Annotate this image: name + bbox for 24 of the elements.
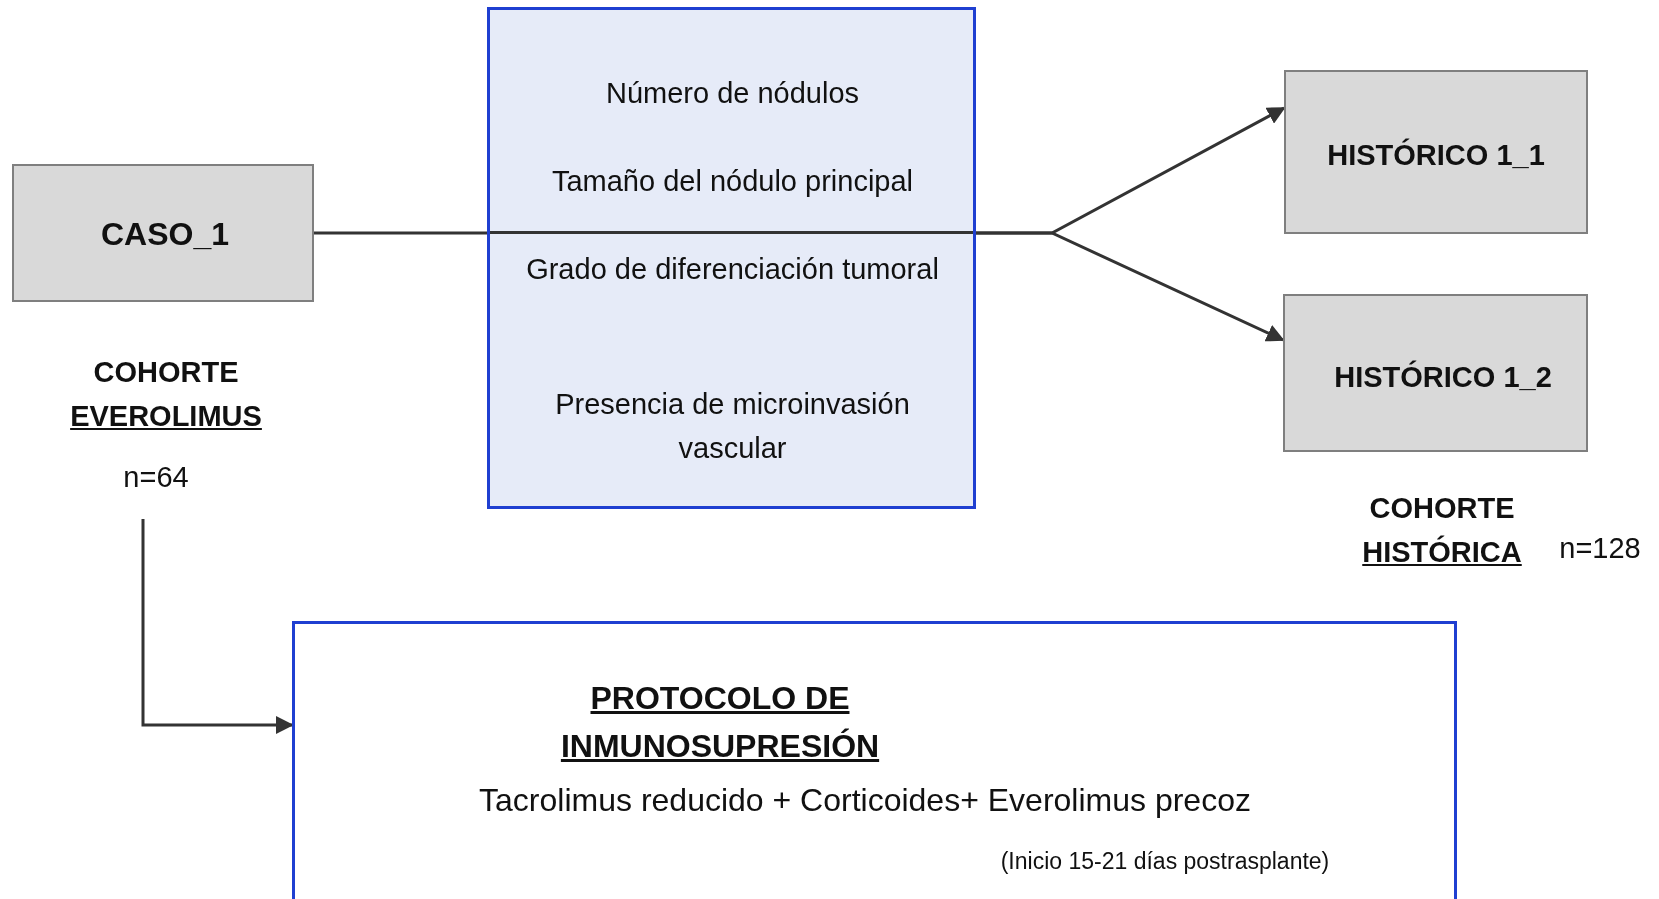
protocol-text: Tacrolimus reducido + Corticoides+ Everolimus precoz [478,781,1252,820]
process-box [1284,70,1588,234]
cohort-label: COHORTE [92,355,240,390]
box-label: HISTÓRICO 1_2 [1333,359,1553,395]
protocol-note: (Inicio 15-21 días postrasplante) [999,847,1331,876]
protocol-heading: PROTOCOLO DE INMUNOSUPRESIÓN [559,679,881,766]
process-box [12,164,314,302]
arrow [976,231,1285,342]
process-box [1283,294,1588,452]
protocol-box [292,621,1457,899]
criteria-text: Tamaño del nódulo principal [550,164,915,199]
connector-line [314,231,487,235]
box-label: HISTÓRICO 1_1 [1326,137,1546,173]
criteria-text: Grado de diferenciación tumoral [525,252,940,287]
sample-size: n=64 [122,460,190,495]
arrow [141,519,294,734]
sample-size: n=128 [1558,531,1642,566]
cohort-label: COHORTE [1368,491,1516,526]
cohort-label: EVEROLIMUS [69,399,263,434]
criteria-box [487,7,976,509]
box-label: CASO_1 [99,215,230,254]
cohort-label: HISTÓRICA [1361,534,1523,570]
criteria-text: Presencia de microinvasión vascular [554,387,911,466]
criteria-text: Número de nódulos [604,76,861,111]
